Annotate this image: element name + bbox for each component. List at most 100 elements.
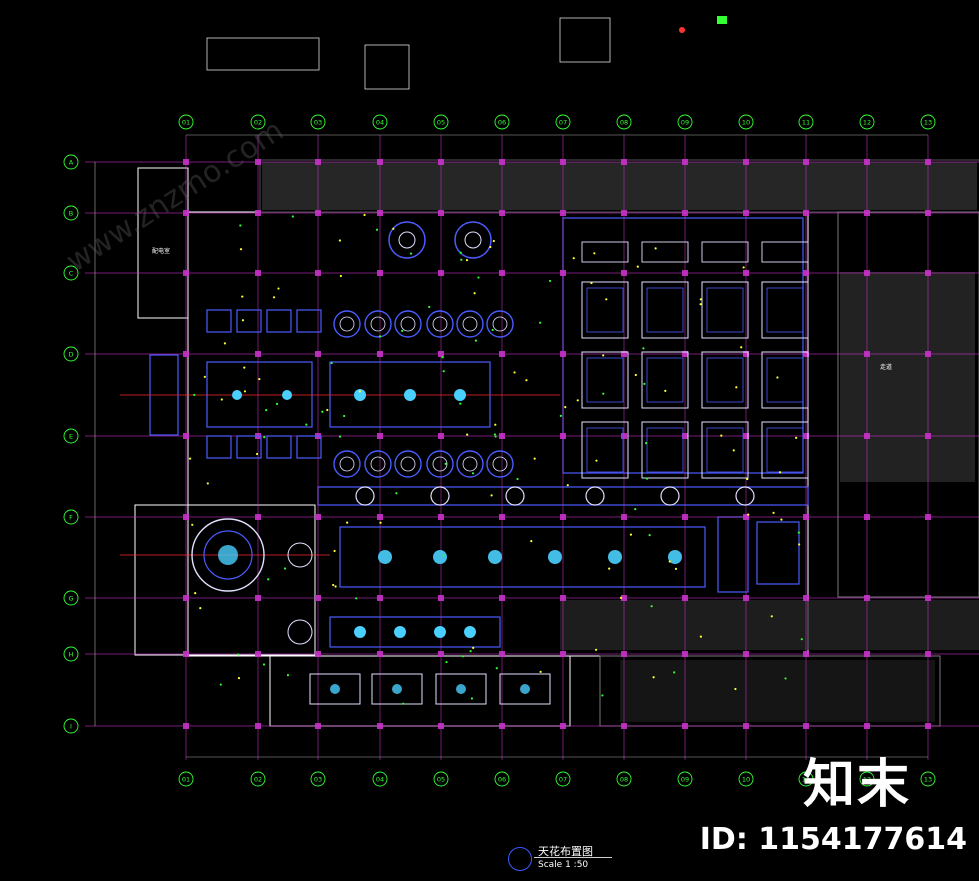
grid-bubble-left-circle — [63, 646, 79, 662]
downlight — [494, 423, 497, 426]
light-fixture — [330, 684, 340, 694]
column-marker — [255, 651, 261, 657]
downlight — [330, 361, 333, 365]
downlight — [602, 354, 605, 357]
column-marker — [183, 433, 189, 439]
downlight — [472, 646, 475, 649]
downlight — [734, 687, 737, 691]
grid-bubble-left-circle — [63, 718, 79, 734]
downlight — [237, 677, 241, 680]
column-marker — [682, 514, 688, 520]
ceiling-box — [206, 435, 232, 459]
column-marker — [803, 159, 809, 165]
downlight — [576, 399, 579, 402]
downlight — [441, 356, 444, 359]
grid-bubble-left-label: A — [69, 159, 74, 167]
ceiling-box — [296, 309, 322, 333]
downlight — [428, 305, 431, 309]
grid-bubble-left-circle — [63, 205, 79, 221]
downlight — [746, 477, 749, 481]
coffer-inner — [586, 427, 624, 473]
ceiling-box — [206, 309, 232, 333]
drawing-scale: Scale 1 :50 — [538, 860, 589, 870]
light-fixture — [488, 550, 502, 564]
downlight — [460, 258, 463, 261]
coffer-top — [701, 241, 749, 263]
grid-bubble-left-label: G — [68, 595, 73, 603]
downlight — [494, 435, 497, 438]
downlight — [193, 393, 196, 396]
coffer-inner — [706, 287, 744, 333]
column-marker — [925, 210, 931, 216]
grid-bubble-bottom-label: 13 — [924, 776, 932, 784]
column-marker — [803, 433, 809, 439]
grid-bubble-top-label: 08 — [620, 119, 628, 127]
column-marker — [499, 723, 505, 729]
grid-bubble-top-circle — [920, 114, 936, 130]
downlight — [409, 252, 413, 255]
grid-bubble-left-label: F — [69, 514, 73, 522]
grid-bubble-top-label: 04 — [376, 119, 384, 127]
column-marker — [255, 270, 261, 276]
grid-bubble-left-circle — [63, 509, 79, 525]
column-marker — [560, 433, 566, 439]
downlight — [206, 482, 209, 485]
room-label-west: 配电室 — [152, 248, 171, 255]
column-marker — [183, 159, 189, 165]
column-marker — [315, 723, 321, 729]
column-marker — [864, 514, 870, 520]
grid-bubble-top-label: 02 — [254, 119, 262, 127]
column-marker — [621, 351, 627, 357]
coffer-top — [761, 241, 809, 263]
downlight — [326, 408, 329, 412]
chandelier-core — [400, 316, 416, 332]
grid-bubble-top-label: 09 — [681, 119, 689, 127]
title-marker-icon — [508, 847, 532, 871]
downlight — [516, 477, 519, 481]
downlight — [634, 373, 637, 377]
downlight — [668, 560, 671, 563]
downlight — [784, 677, 787, 680]
downlight — [772, 511, 775, 514]
ceiling-panel-lower — [371, 673, 423, 705]
column-marker — [560, 351, 566, 357]
column-marker — [183, 723, 189, 729]
column-marker — [803, 723, 809, 729]
column-marker — [315, 595, 321, 601]
light-fixture — [404, 389, 416, 401]
downlight — [778, 471, 782, 474]
column-marker — [925, 270, 931, 276]
grid-bubble-top-circle — [859, 114, 875, 130]
column-marker — [803, 595, 809, 601]
downlight — [572, 257, 575, 260]
grid-bubble-top-label: 01 — [182, 119, 190, 127]
column-marker — [560, 159, 566, 165]
downlight — [634, 508, 637, 511]
light-fixture — [548, 550, 562, 564]
column-marker — [315, 651, 321, 657]
column-marker — [499, 270, 505, 276]
downlight — [267, 578, 270, 581]
downlight — [332, 583, 335, 587]
chandelier-ring — [355, 486, 375, 506]
hatch-zones — [262, 162, 979, 722]
column-marker — [315, 159, 321, 165]
downlight — [664, 389, 667, 392]
column-marker — [377, 351, 383, 357]
dome-core — [218, 545, 238, 565]
column-marker — [255, 595, 261, 601]
column-marker — [925, 159, 931, 165]
chandelier-ring — [486, 450, 514, 478]
downlight — [459, 402, 462, 405]
grid-bubble-top-label: 13 — [924, 119, 932, 127]
column-marker — [621, 270, 627, 276]
chandelier-ring — [486, 310, 514, 338]
chandelier-core — [370, 316, 386, 332]
grid-bubble-bottom-circle — [616, 771, 632, 787]
grid-bubble-bottom-circle — [178, 771, 194, 787]
downlight — [338, 239, 341, 242]
column-marker — [682, 595, 688, 601]
downlight — [648, 534, 651, 537]
column-marker — [438, 270, 444, 276]
